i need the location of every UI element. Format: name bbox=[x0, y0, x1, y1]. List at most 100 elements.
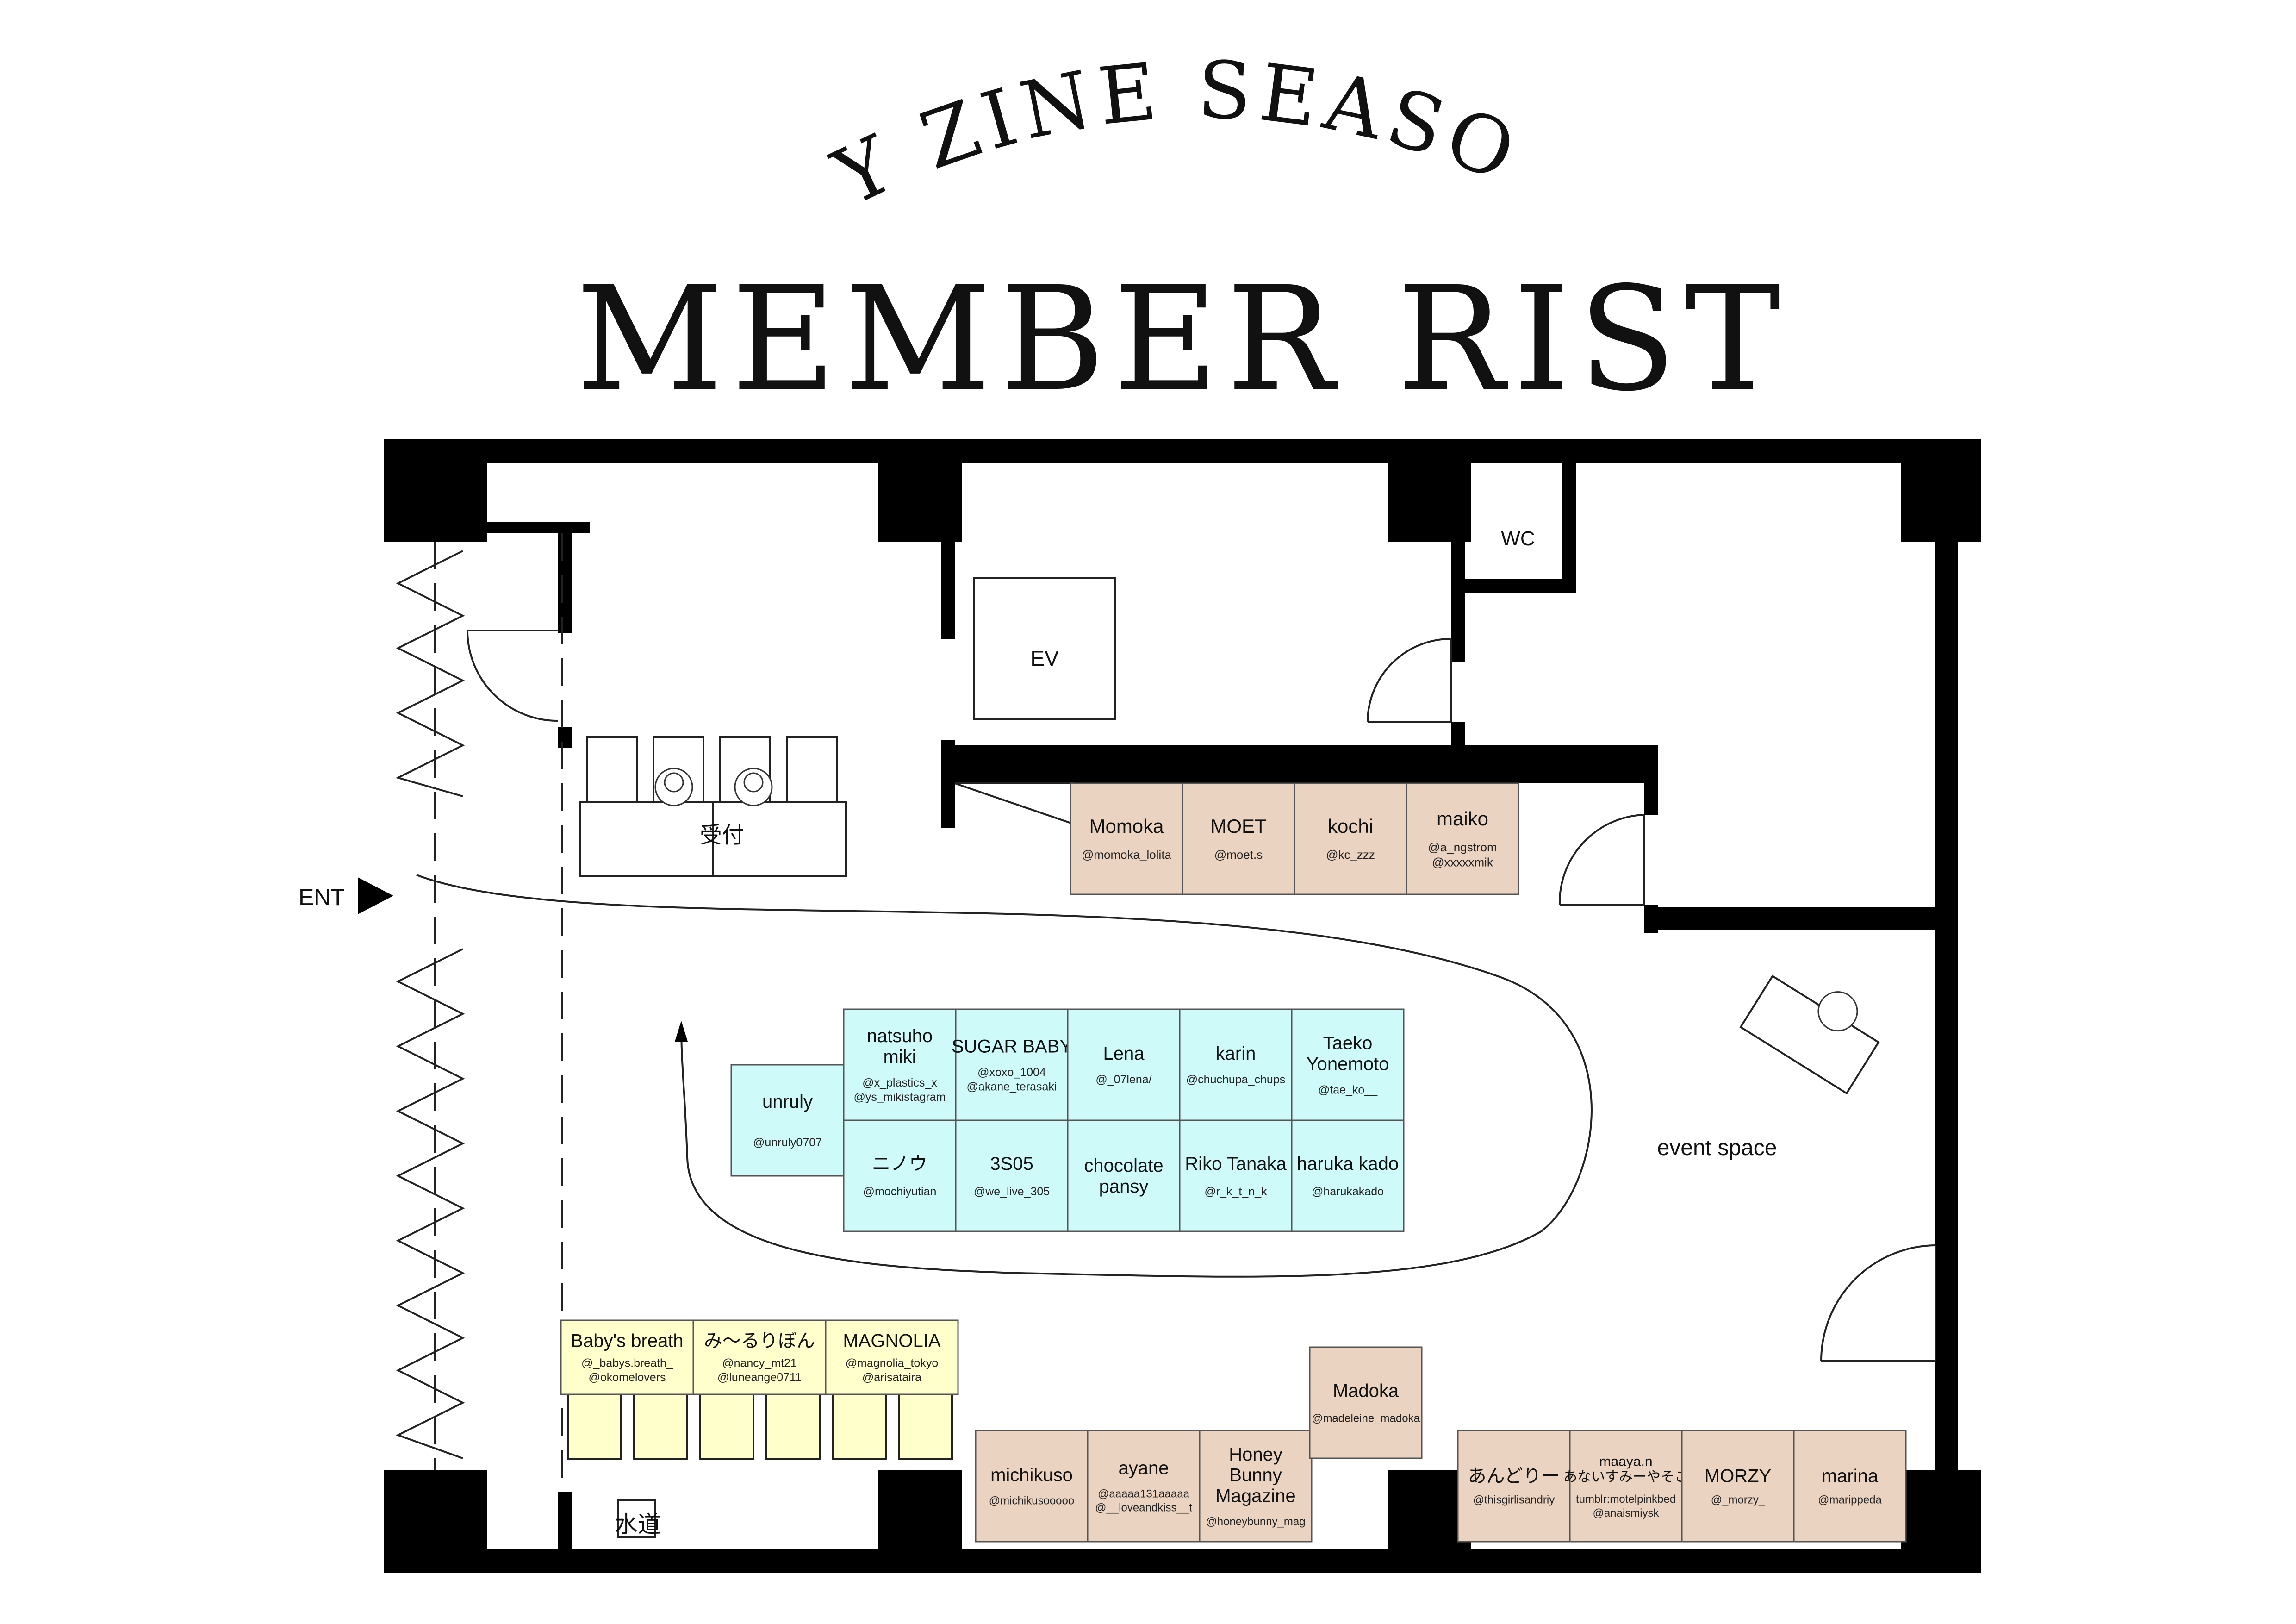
ent-label: ENT bbox=[299, 884, 345, 910]
booth-box bbox=[955, 1119, 1069, 1232]
outer-walls bbox=[384, 439, 1981, 1573]
booth-name: ニノウ bbox=[872, 1154, 927, 1174]
booth-name: maiko bbox=[1437, 808, 1488, 830]
booth: Riko Tanaka@r_k_t_n_k bbox=[1179, 1119, 1293, 1232]
title-line2: MEMBER RIST bbox=[576, 256, 1789, 423]
booth-name: marina bbox=[1822, 1466, 1879, 1487]
booth-handle: @xoxo_1004 bbox=[977, 1066, 1046, 1079]
booth-box bbox=[825, 1319, 959, 1395]
booth-handle: @__loveandkiss__t bbox=[1095, 1502, 1192, 1514]
booth-handle: @marippeda bbox=[1818, 1494, 1882, 1506]
booth: ayane@aaaaa131aaaaa@__loveandkiss__t bbox=[1087, 1430, 1201, 1543]
booth-box bbox=[560, 1319, 694, 1395]
booth-name: kochi bbox=[1328, 815, 1373, 837]
booth-handle: @a_ngstrom bbox=[1428, 840, 1497, 854]
booth-handle: @akane_terasaki bbox=[967, 1081, 1057, 1093]
booth: Lena@_07lena/ bbox=[1067, 1008, 1181, 1121]
booth-name: Lena bbox=[1103, 1043, 1145, 1064]
booth-handle: @xxxxxmik bbox=[1432, 855, 1493, 869]
booth-handle: @arisataira bbox=[862, 1371, 921, 1384]
booth-box bbox=[843, 1119, 957, 1232]
booth-handle: @madeleine_madoka bbox=[1312, 1412, 1420, 1425]
booth-name: あないすみーやそこ bbox=[1563, 1469, 1688, 1485]
booth-box bbox=[692, 1319, 827, 1395]
booth: SUGAR BABY@xoxo_1004@akane_terasaki bbox=[952, 1008, 1072, 1121]
booth-handle: @thisgirlisandriy bbox=[1473, 1494, 1555, 1506]
booth-box bbox=[1406, 782, 1519, 895]
booth-handle: @ys_mikistagram bbox=[853, 1091, 946, 1104]
booth-name: chocolate bbox=[1084, 1156, 1163, 1176]
visitor-flow-path bbox=[416, 874, 1593, 1278]
booth-box bbox=[1067, 1119, 1181, 1232]
booth-name: み〜るりぼん bbox=[704, 1330, 815, 1351]
booth-name: Madoka bbox=[1333, 1381, 1399, 1401]
booth-box bbox=[1182, 782, 1295, 895]
booth-box bbox=[1294, 782, 1407, 895]
booth-name: Momoka bbox=[1089, 815, 1164, 837]
booth-name: pansy bbox=[1099, 1176, 1149, 1197]
booth-handle: @mochiyutian bbox=[863, 1185, 937, 1198]
booth-name: MOET bbox=[1210, 815, 1266, 837]
entrance-arrow-icon bbox=[358, 877, 393, 914]
booth-handle: @aaaaa131aaaaa bbox=[1098, 1488, 1190, 1500]
booth: MORZY @_morzy_ bbox=[1681, 1430, 1795, 1543]
door-swings bbox=[467, 630, 1936, 1362]
booth-handle: @momoka_lolita bbox=[1082, 848, 1172, 862]
booth-box bbox=[955, 1008, 1069, 1121]
booth-box bbox=[730, 1064, 845, 1177]
water-label: 水道 bbox=[615, 1512, 661, 1537]
booth-name: karin bbox=[1216, 1043, 1256, 1064]
booth-handle: @honeybunny_mag bbox=[1206, 1515, 1305, 1528]
booth-handle: @moet.s bbox=[1214, 848, 1263, 862]
booth-handle: @we_live_305 bbox=[974, 1185, 1050, 1198]
booth-handle: @kc_zzz bbox=[1326, 848, 1375, 862]
person-icon bbox=[1817, 991, 1858, 1032]
booth-box bbox=[1793, 1430, 1907, 1543]
booth-name: MORZY bbox=[1705, 1466, 1771, 1487]
booth-name: unruly bbox=[762, 1092, 813, 1112]
entrance-marker: ENT bbox=[299, 877, 393, 914]
booth-handle: @x_plastics_x bbox=[862, 1076, 937, 1089]
booth-handle: @okomelovers bbox=[588, 1371, 666, 1384]
wc-label: WC bbox=[1501, 527, 1535, 550]
booth: marina @marippeda bbox=[1793, 1430, 1907, 1543]
elevator: EV bbox=[973, 577, 1116, 720]
booth-name: Baby's breath bbox=[571, 1330, 683, 1351]
booth-box bbox=[1070, 782, 1183, 895]
booth-name: MAGNOLIA bbox=[843, 1330, 940, 1351]
booth: MAGNOLIA @magnolia_tokyo @arisataira bbox=[825, 1319, 959, 1395]
booth-box bbox=[843, 1008, 957, 1121]
booth: unruly@unruly0707 bbox=[730, 1064, 845, 1177]
booth-name: Taeko bbox=[1323, 1033, 1373, 1054]
booth: karin@chuchupa_chups bbox=[1179, 1008, 1293, 1121]
booth-handle: @magnolia_tokyo bbox=[846, 1356, 939, 1369]
booth-box bbox=[1569, 1430, 1683, 1543]
booth: 3S05@we_live_305 bbox=[955, 1119, 1069, 1232]
inner-walls bbox=[487, 463, 1945, 1556]
booth: michikuso@michikusooooo bbox=[975, 1430, 1089, 1543]
booth-handle: @michikusooooo bbox=[989, 1495, 1074, 1507]
event-table bbox=[1739, 974, 1880, 1095]
booth: maiko @a_ngstrom@xxxxxmik bbox=[1406, 782, 1519, 895]
title-line1: TINY ZINE SEASON 4 bbox=[0, 0, 1533, 225]
booth-box bbox=[1291, 1119, 1405, 1232]
booth: ニノウ @mochiyutian bbox=[843, 1119, 957, 1232]
booth-handle: @_morzy_ bbox=[1711, 1494, 1765, 1506]
booth-box bbox=[1087, 1430, 1201, 1543]
booth-name: haruka kado bbox=[1297, 1154, 1399, 1174]
booth-name: あんどりー bbox=[1468, 1466, 1560, 1487]
booth-handle: @harukakado bbox=[1312, 1185, 1384, 1198]
booth-handle: @_babys.breath_ bbox=[581, 1356, 673, 1369]
booth-handle: @r_k_t_n_k bbox=[1204, 1185, 1267, 1198]
booth-box bbox=[1681, 1430, 1795, 1543]
booth-name: Magazine bbox=[1215, 1486, 1295, 1506]
booth-name: miki bbox=[883, 1047, 916, 1067]
booth-box bbox=[1067, 1008, 1181, 1121]
chairs bbox=[567, 1393, 953, 1460]
elevator-label: EV bbox=[1030, 646, 1059, 670]
booth-handle: tumblr:motelpinkbed bbox=[1576, 1493, 1676, 1505]
booth: haruka kado @harukakado bbox=[1291, 1119, 1405, 1232]
